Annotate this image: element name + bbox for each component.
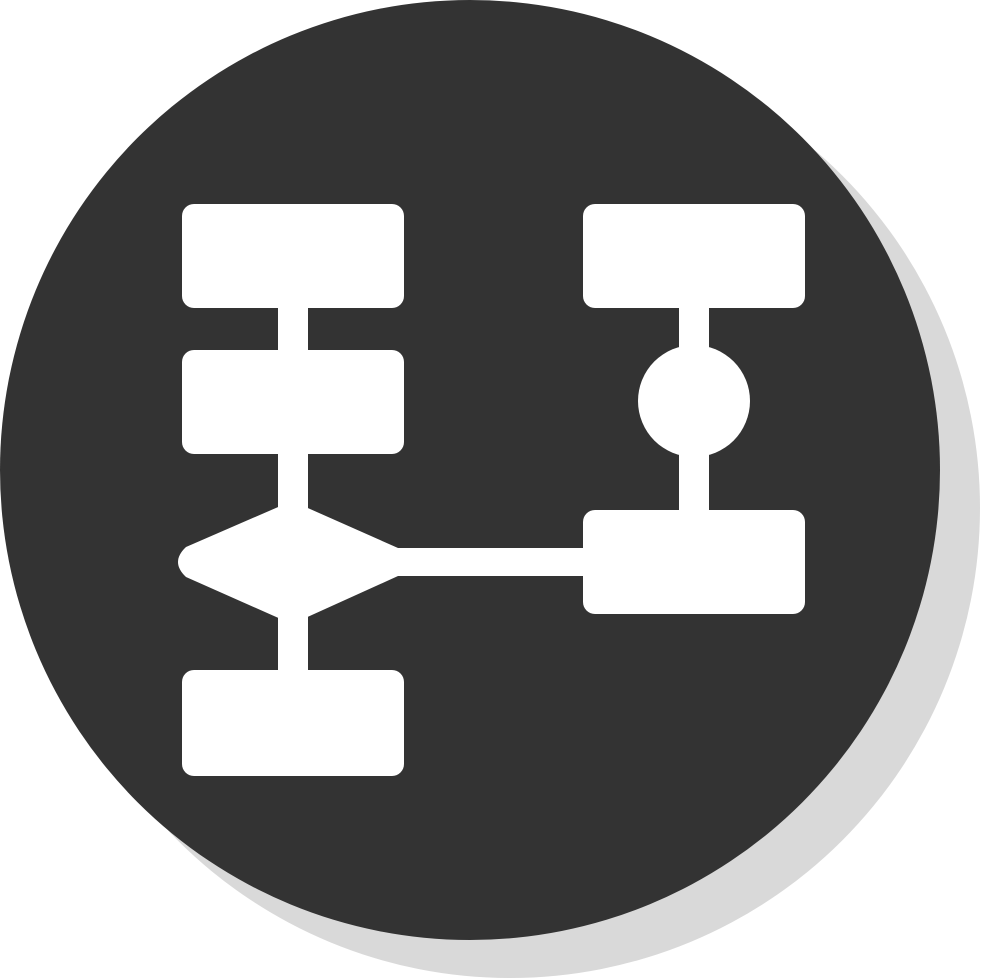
- decision-diamond: [178, 501, 398, 624]
- connector-left-3: [278, 614, 308, 676]
- background-disc: [0, 0, 940, 940]
- process-box-bottom-left: [182, 670, 404, 776]
- connector-left-2: [278, 448, 308, 508]
- process-box-top-left: [182, 204, 404, 308]
- connector-horizontal: [396, 548, 588, 576]
- flowchart-glyph: [178, 204, 805, 776]
- process-box-top-right: [583, 204, 805, 308]
- process-box-middle-right: [583, 510, 805, 614]
- connector-node-circle: [638, 345, 750, 457]
- process-box-middle-left: [182, 350, 404, 454]
